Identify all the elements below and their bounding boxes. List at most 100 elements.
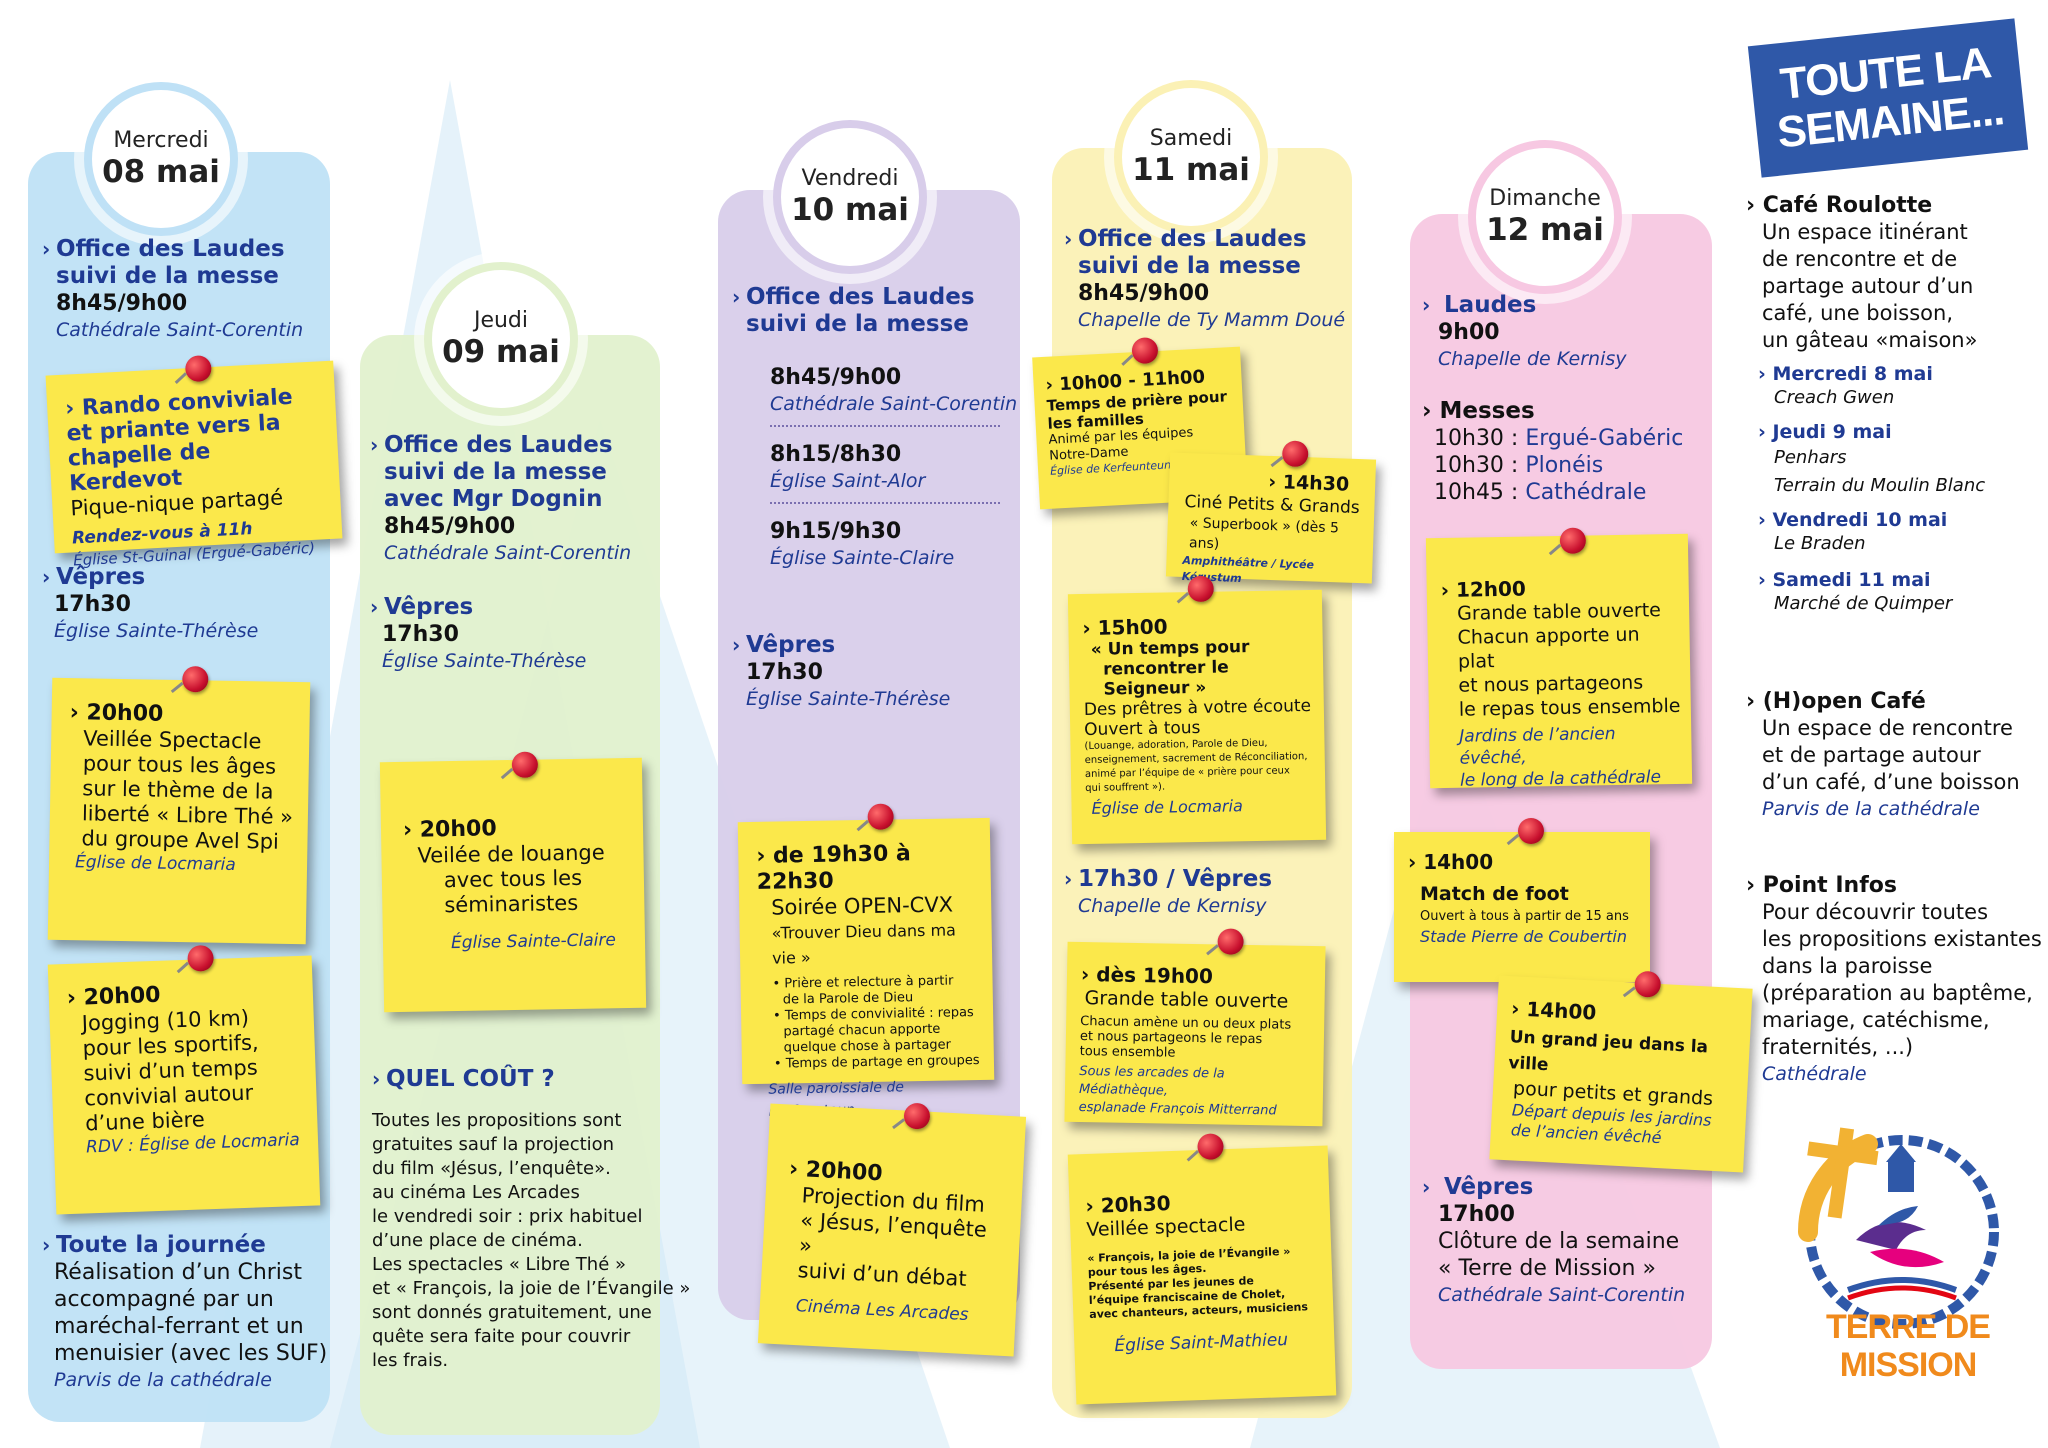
event-time: 8h45/9h00 <box>56 291 188 316</box>
cost-text: Toutes les propositions sont <box>372 1110 622 1131</box>
note-text: « Superbook » (dès 5 ans) <box>1188 515 1340 553</box>
week-stop-place: Penhars <box>1774 447 1847 468</box>
week-item-place: Cathédrale <box>1762 1063 1867 1085</box>
note-wed-rando: › Rando conviviale et priante vers la ch… <box>45 354 343 569</box>
event-place: Parvis de la cathédrale <box>54 1369 272 1391</box>
week-point-infos: › Point Infos Pour découvrir toutes les … <box>1746 872 2042 1087</box>
chevron-right-icon: › <box>1408 850 1424 874</box>
day-date: 08 mai <box>102 154 220 190</box>
event-time: 10h45 : <box>1434 480 1519 505</box>
note-small: Ouvert à tous à partir de 15 ans <box>1420 909 1629 924</box>
note-text: Grande table ouverte <box>1456 599 1662 625</box>
week-item-text: fraternités, ...) <box>1762 1035 1914 1059</box>
note-time: 20h30 <box>1100 1191 1172 1218</box>
event-time: 17h30 <box>746 660 823 685</box>
week-item-text: mariage, catéchisme, <box>1762 1008 1990 1032</box>
week-item-text: dans la paroisse <box>1762 954 1933 978</box>
week-item-place: Parvis de la cathédrale <box>1762 798 1980 820</box>
chevron-right-icon: › <box>1267 470 1284 494</box>
pushpin-icon <box>1197 1133 1224 1161</box>
chevron-right-icon: › <box>1746 873 1763 898</box>
week-stop: › Mercredi 8 mai Creach Gwen <box>1746 362 2036 410</box>
divider <box>770 502 1000 504</box>
event-time: 8h45/9h00 <box>384 514 516 539</box>
note-time: de 19h30 à 22h30 <box>756 841 911 895</box>
chevron-right-icon: › <box>1085 1193 1102 1219</box>
fri-vepres: ›Vêpres 17h30 Église Sainte-Thérèse <box>732 632 1012 712</box>
week-item-text: les propositions existantes <box>1762 927 2042 951</box>
event-time: 9h00 <box>1438 320 1500 345</box>
pushpin-icon <box>187 944 215 972</box>
chevron-right-icon: › <box>756 843 774 869</box>
event-place: Plonéis <box>1525 453 1604 478</box>
chevron-right-icon: › <box>42 565 51 589</box>
week-stop-place: Creach Gwen <box>1774 387 1895 408</box>
event-place: Cathédrale <box>1525 480 1647 505</box>
sat-vepres: ›17h30 / Vêpres Chapelle de Kernisy <box>1064 866 1354 919</box>
event-place: Église Sainte-Thérèse <box>54 620 259 642</box>
note-time: 20h00 <box>805 1157 884 1187</box>
note-text: Des prêtres à votre écoute <box>1083 696 1312 720</box>
cost-text: gratuites sauf la projection <box>372 1134 615 1155</box>
pushpin-icon <box>182 666 209 693</box>
event-time: 10h30 : <box>1434 453 1519 478</box>
chevron-right-icon: › <box>1758 363 1773 385</box>
event-place: Ergué-Gabéric <box>1525 426 1684 451</box>
note-place: Sous les arcades de la Médiathèque, <box>1078 1063 1225 1099</box>
event-place: Cathédrale Saint-Corentin <box>384 542 632 564</box>
event-title: suivi de la messe <box>384 459 607 485</box>
wed-christ: ›Toute la journée Réalisation d’un Chris… <box>42 1232 332 1393</box>
event-time: 17h30 <box>382 622 459 647</box>
date-badge-friday: Vendredi 10 mai <box>773 120 927 274</box>
note-sun-table: › 12h00 Grande table ouverte Chacun appo… <box>1425 527 1693 791</box>
week-stop-day: Mercredi 8 mai <box>1772 363 1933 385</box>
note-sat-table: › dès 19h00 Grande table ouverte Chacun … <box>1064 928 1326 1127</box>
pushpin-icon <box>1281 440 1309 468</box>
pushpin-icon <box>1131 336 1159 365</box>
note-text: Veilée de louange <box>417 840 605 868</box>
event-place: Cathédrale Saint-Corentin <box>1438 1284 1686 1306</box>
note-small: tous ensemble <box>1079 1043 1176 1061</box>
pushpin-icon <box>511 751 539 778</box>
day-name: Samedi <box>1149 126 1233 151</box>
date-badge-sunday: Dimanche 12 mai <box>1468 140 1622 294</box>
event-time: 8h15/8h30 <box>770 442 902 467</box>
note-text: rencontrer le Seigneur » <box>1102 657 1229 700</box>
event-title: suivi de la messe <box>1078 253 1301 279</box>
wed-laudes: ›Office des Laudes suivi de la messe 8h4… <box>42 236 322 343</box>
cost-text: le vendredi soir : prix habituel <box>372 1206 643 1227</box>
chevron-right-icon: › <box>1422 293 1431 317</box>
fri-mass-list: 8h45/9h00 Cathédrale Saint-Corentin 8h15… <box>770 364 1020 571</box>
note-text: le repas tous ensemble <box>1458 694 1681 721</box>
week-stop: › Vendredi 10 mai Le Braden <box>1746 508 2036 556</box>
event-place: Cathédrale Saint-Corentin <box>56 319 304 341</box>
cost-text: d’une place de cinéma. <box>372 1230 583 1251</box>
bullet-text: Temps de partage en groupes <box>785 1053 980 1072</box>
pushpin-icon <box>184 354 213 383</box>
fri-laudes: ›Office des Laudes suivi de la messe <box>732 284 1022 338</box>
chevron-right-icon: › <box>42 1233 51 1257</box>
event-text: Réalisation d’un Christ <box>54 1260 303 1285</box>
note-place: le long de la cathédrale <box>1459 767 1662 791</box>
bullet-text: Prière et relecture à partir <box>784 973 954 992</box>
week-stop-day: Vendredi 10 mai <box>1772 509 1948 531</box>
sun-vepres: › Vêpres 17h00 Clôture de la semaine « T… <box>1422 1174 1712 1308</box>
pushpin-icon <box>903 1102 931 1130</box>
event-title: Laudes <box>1444 292 1537 318</box>
note-time: 20h00 <box>419 816 497 843</box>
event-place: Église Sainte-Thérèse <box>382 650 587 672</box>
note-sat-seigneur: › 15h00 « Un temps pour rencontrer le Se… <box>1067 575 1327 845</box>
chevron-right-icon: › <box>1064 227 1073 251</box>
note-time: 12h00 <box>1455 576 1527 602</box>
event-title: Office des Laudes <box>1078 226 1307 252</box>
week-item-text: (préparation au baptême, <box>1762 981 2033 1005</box>
note-time: 14h30 <box>1282 471 1350 496</box>
event-place: Église Saint-Alor <box>770 470 926 492</box>
chevron-right-icon: › <box>788 1156 807 1183</box>
week-stop-day: Jeudi 9 mai <box>1772 421 1892 443</box>
week-stop-place: Terrain du Moulin Blanc <box>1774 475 1986 496</box>
week-item-title: (H)open Café <box>1762 689 1926 714</box>
note-text: pour tous les âges <box>82 751 277 779</box>
event-text: maréchal-ferrant et un <box>54 1314 304 1339</box>
note-text: sur le thème de la <box>82 776 274 804</box>
